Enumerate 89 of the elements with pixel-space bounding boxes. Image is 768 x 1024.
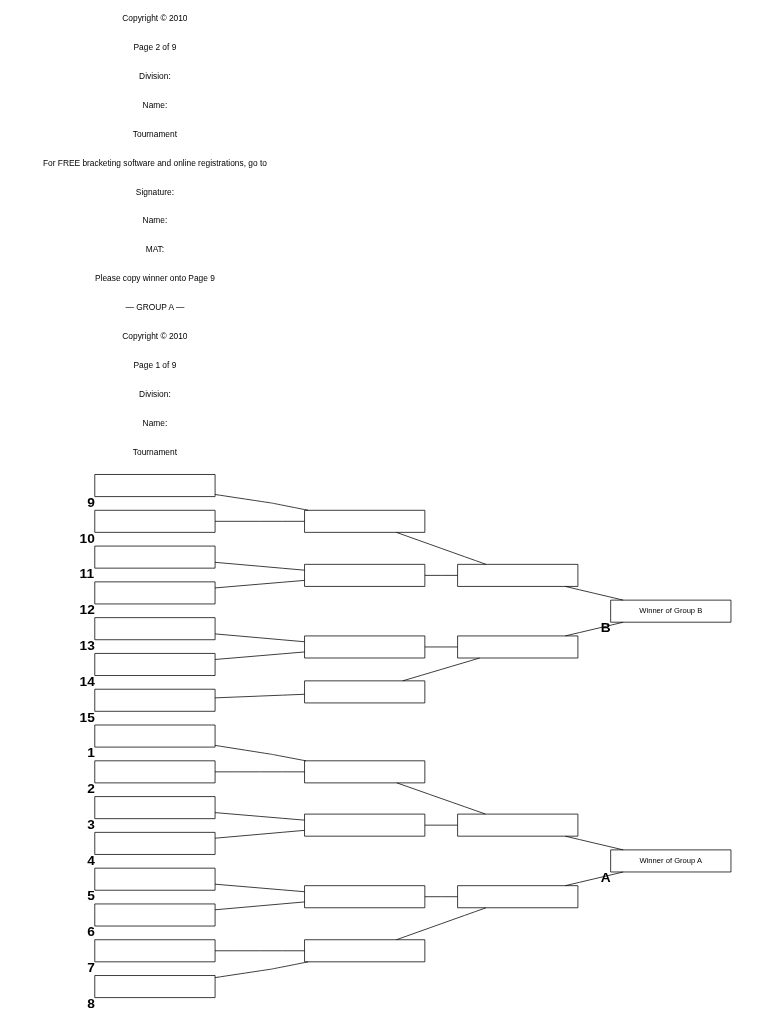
node-label: 8 (86, 995, 95, 1011)
connector (214, 745, 306, 762)
node-box (93, 724, 215, 748)
connector (424, 575, 458, 576)
connector (424, 896, 458, 898)
connector (214, 633, 305, 643)
node-box (93, 939, 215, 963)
node-box (303, 939, 425, 963)
node-box (93, 653, 215, 676)
connector (214, 812, 305, 821)
connector (214, 830, 305, 839)
node-box (93, 903, 215, 927)
node-box (93, 545, 215, 569)
connector (214, 771, 305, 773)
label: Signature: (135, 186, 174, 197)
node-label: 6 (86, 924, 95, 940)
node-box (93, 688, 215, 712)
node-box (93, 581, 215, 605)
connector (214, 561, 305, 571)
connector (564, 871, 623, 886)
node-box (456, 813, 578, 837)
node-label: 5 (86, 888, 95, 904)
node-label: A (600, 870, 611, 886)
node-label: 13 (79, 637, 95, 653)
node-box (93, 474, 215, 497)
label: Tournament (132, 128, 177, 139)
label: Name: (142, 418, 167, 428)
label: Page 2 of 9 (133, 41, 176, 52)
connector (564, 586, 623, 601)
node-box (303, 813, 425, 837)
connector (214, 883, 305, 893)
node-box (303, 509, 425, 533)
node-box (303, 885, 425, 909)
node-box (456, 635, 578, 659)
node-label: 15 (79, 709, 95, 725)
node-box (93, 796, 215, 820)
node-label: 10 (79, 530, 95, 546)
label: Division: (138, 389, 171, 400)
node-label: 11 (79, 566, 94, 582)
connector (396, 782, 486, 815)
node-box (93, 760, 215, 784)
label: Copyright © 2010 (121, 12, 188, 23)
connector (214, 901, 305, 911)
connector (214, 651, 305, 660)
node-box (303, 563, 425, 587)
node-box (93, 867, 215, 891)
connector (401, 657, 480, 682)
node-box (93, 617, 215, 641)
node-label: 1 (86, 745, 95, 761)
node-box (93, 509, 215, 533)
label: Copyright © 2010 (121, 331, 188, 342)
node-label: 7 (86, 960, 95, 976)
connector (395, 532, 486, 565)
node-box (456, 563, 578, 587)
label: For FREE bracketing software and online registrations, go to (42, 157, 267, 168)
label: Please copy winner onto Page 9 (94, 273, 215, 284)
node-box: Winner of Group A (609, 849, 731, 873)
node-box: Winner of Group B (609, 599, 731, 623)
connector (214, 580, 305, 589)
label: Tournament (132, 446, 177, 457)
node-label: 9 (86, 494, 95, 510)
connector (214, 693, 305, 699)
node-label: 14 (79, 673, 95, 689)
node-box (303, 635, 425, 659)
connector (214, 520, 305, 522)
node-box (93, 975, 215, 998)
connector (564, 835, 623, 851)
node-label: 12 (79, 602, 95, 618)
connector (395, 907, 486, 941)
label: — GROUP A — (125, 302, 184, 313)
connector (564, 621, 623, 637)
node-box (303, 680, 425, 704)
node-box (456, 885, 578, 909)
node-label: 2 (86, 781, 95, 797)
node-box (93, 832, 215, 855)
node-label: 4 (86, 852, 95, 868)
label: Name: (142, 99, 167, 110)
node-label: B (600, 620, 611, 636)
label: Name: (142, 215, 167, 226)
label: Page 1 of 9 (133, 360, 176, 371)
label: MAT: (145, 244, 164, 255)
label: Division: (138, 70, 171, 81)
connector (424, 646, 458, 648)
node-box (303, 760, 425, 784)
connector (424, 824, 458, 826)
connector (214, 494, 309, 511)
node-label: 3 (86, 816, 95, 832)
connector (214, 950, 305, 952)
connector (214, 961, 309, 978)
